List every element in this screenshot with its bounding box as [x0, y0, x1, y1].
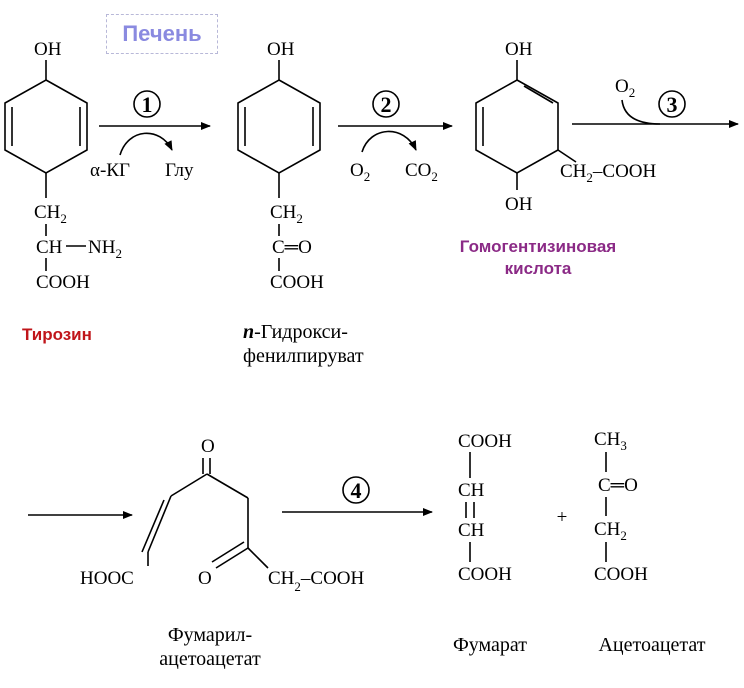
- step-2-circle: [372, 90, 400, 118]
- step-3-circle: [658, 90, 686, 118]
- faa-ch2-cooh: CH2–COOH: [268, 568, 365, 594]
- faa-co-bottom-1: [215, 547, 249, 569]
- tyrosine-structure: OH CH2 CH NH2 COOH: [4, 39, 122, 293]
- hppa-cooh: COOH: [270, 272, 324, 293]
- acetoacetate-name: Ацетоацетат: [598, 634, 705, 656]
- faa-hooc: HOOC: [80, 568, 134, 589]
- step-1-cofactor-arc: [119, 132, 173, 156]
- fumarate-cooh-bottom: COOH: [458, 564, 512, 585]
- step-1-number: 1: [142, 92, 153, 117]
- fumarate-ch-2: CH: [458, 520, 485, 541]
- hga-structure: OH OH CH2–COOH: [475, 39, 657, 215]
- aa-cooh: COOH: [594, 564, 648, 585]
- acetoacetate-structure: CH3 C═O CH2 COOH: [594, 429, 648, 585]
- step-3-cofactor-arc: [621, 99, 661, 125]
- hga-side-chain: CH2–COOH: [560, 161, 657, 185]
- hga-ring: [475, 79, 559, 174]
- hga-side-chain-bond: [557, 149, 577, 163]
- step-3-arrow: O2 3: [572, 76, 739, 128]
- tyrosine-oh: OH: [34, 39, 62, 60]
- faa-o-top: O: [201, 436, 215, 457]
- hppa-c-eq-o: C═O: [272, 237, 312, 258]
- fumarate-name: Фумарат: [453, 634, 527, 656]
- hppa-structure: OH CH2 C═O COOH: [237, 39, 324, 293]
- hppa-ch2: CH2: [270, 202, 303, 226]
- faa-co-bottom-2: [211, 541, 245, 563]
- hppa-ring: [237, 79, 321, 174]
- organ-label: Печень: [122, 21, 202, 46]
- hga-ring-double-2: [523, 85, 554, 104]
- hppa-oh: OH: [267, 39, 295, 60]
- fumarate-ch-1: CH: [458, 480, 485, 501]
- tyrosine-ch2: CH2: [34, 202, 67, 226]
- step-2-arrow: 2 O2 CO2: [338, 90, 453, 184]
- hga-name-line1: Гомогентизиновая: [460, 237, 616, 256]
- faa-bond-d: [247, 547, 269, 569]
- tyrosine-ring: [4, 79, 88, 174]
- aa-c-eq-o: C═O: [598, 475, 638, 496]
- hppa-name-line1: п-Гидрокси-: [243, 321, 348, 343]
- tyrosine-ch: CH: [36, 237, 63, 258]
- plus-sign: +: [557, 507, 568, 528]
- faa-o-bottom: O: [198, 568, 212, 589]
- hga-oh-top: OH: [505, 39, 533, 60]
- tyrosine-nh2: NH2: [88, 237, 122, 261]
- step-1-arrow: 1 α-КГ Глу: [90, 90, 211, 181]
- step-2-cofactor-arc: [361, 130, 417, 153]
- step-1-reagent-in: α-КГ: [90, 160, 130, 181]
- faa-bond-b: [206, 473, 249, 499]
- step-1-circle: [133, 90, 161, 118]
- aa-ch2: CH2: [594, 519, 627, 543]
- aa-ch3: CH3: [594, 429, 627, 453]
- step-4-number: 4: [351, 478, 362, 503]
- step-2-reagent-out: CO2: [405, 160, 438, 184]
- fumarylacetoacetate-structure: O HOOC O CH2–COOH: [80, 436, 365, 594]
- fumarate-cooh-top: COOH: [458, 431, 512, 452]
- fumarate-structure: COOH CH CH COOH: [458, 431, 512, 585]
- step-3-reagent-in: O2: [615, 76, 635, 100]
- step-2-number: 2: [381, 92, 392, 117]
- tyrosine-cooh: COOH: [36, 272, 90, 293]
- step-3-number: 3: [667, 92, 678, 117]
- faa-bond-a: [170, 473, 208, 497]
- faa-double-2: [141, 499, 165, 553]
- organ-label-box: [106, 14, 218, 54]
- hppa-name-line2: фенилпируват: [243, 345, 364, 367]
- faa-name-line2: ацетоацетат: [159, 648, 261, 670]
- faa-name-line1: Фумарил-: [168, 624, 252, 646]
- faa-double-1: [147, 495, 172, 553]
- tyrosine-name: Тирозин: [22, 325, 92, 344]
- step-4-arrow: 4: [282, 476, 433, 516]
- hga-name-line2: кислота: [505, 259, 572, 278]
- step-2-reagent-in: O2: [350, 160, 370, 184]
- step-4-circle: [342, 476, 370, 504]
- step-1-reagent-out: Глу: [165, 160, 194, 181]
- hga-oh-bottom: OH: [505, 194, 533, 215]
